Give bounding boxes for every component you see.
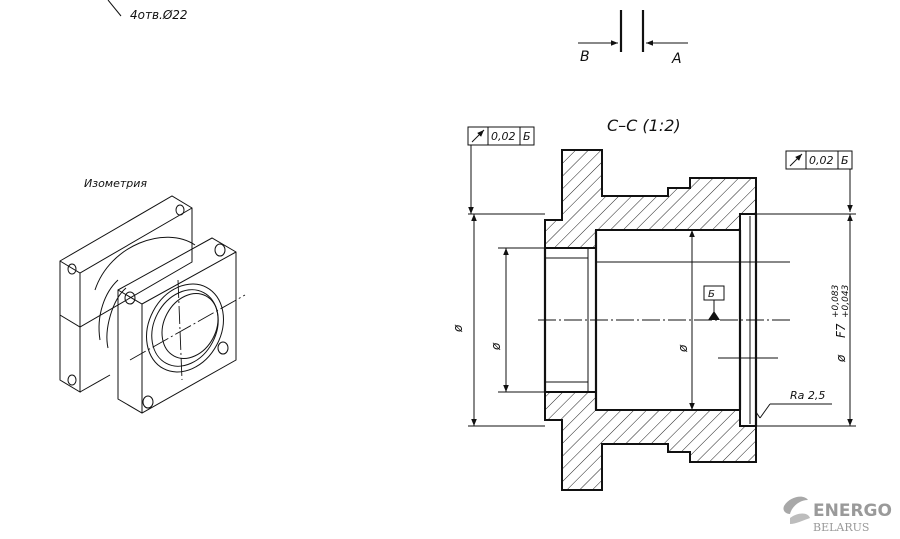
isometric-view <box>59 195 246 414</box>
logo-sub-text: BELARUS <box>813 521 869 534</box>
tolerance-right-datum: Б <box>841 154 849 167</box>
section-title: С–С (1:2) <box>607 116 681 135</box>
section-view: Б <box>538 149 790 491</box>
fit-lower: +0,043 <box>841 284 851 318</box>
fit-code: F7 <box>834 323 848 338</box>
dim-right-diameter: ø <box>834 354 848 363</box>
isometric-label: Изометрия <box>84 177 147 190</box>
fit-upper: +0,083 <box>831 284 841 318</box>
tolerance-left-value: 0,02 <box>491 130 516 143</box>
view-arrow-right-label: A <box>671 51 682 67</box>
roughness-mark: Ra 2,5 <box>755 389 832 419</box>
tolerance-left-datum: Б <box>523 130 531 143</box>
tolerance-right-value: 0,02 <box>809 154 834 167</box>
hole-note: 4отв.Ø22 <box>107 0 188 22</box>
dim-inner-left-diameter: ø <box>489 342 503 351</box>
dim-outer-left-diameter: ø <box>451 324 465 333</box>
datum-marker-label: Б <box>708 289 715 300</box>
view-arrow-left-label: B <box>580 49 590 65</box>
roughness-value: Ra 2,5 <box>790 389 825 402</box>
logo-main-text: ENERGO <box>813 501 892 521</box>
energo-belarus-logo: ENERGO BELARUS <box>783 496 892 534</box>
dimensions: ø ø ø ø F7 +0,083 +0,043 <box>451 213 856 427</box>
hole-note-text: 4отв.Ø22 <box>130 8 188 22</box>
view-arrows: B A <box>578 10 688 67</box>
dim-bore-diameter: ø <box>676 344 690 353</box>
tolerance-frame-left: 0,02 Б <box>467 126 535 214</box>
tolerance-frame-right: 0,02 Б <box>785 150 853 212</box>
